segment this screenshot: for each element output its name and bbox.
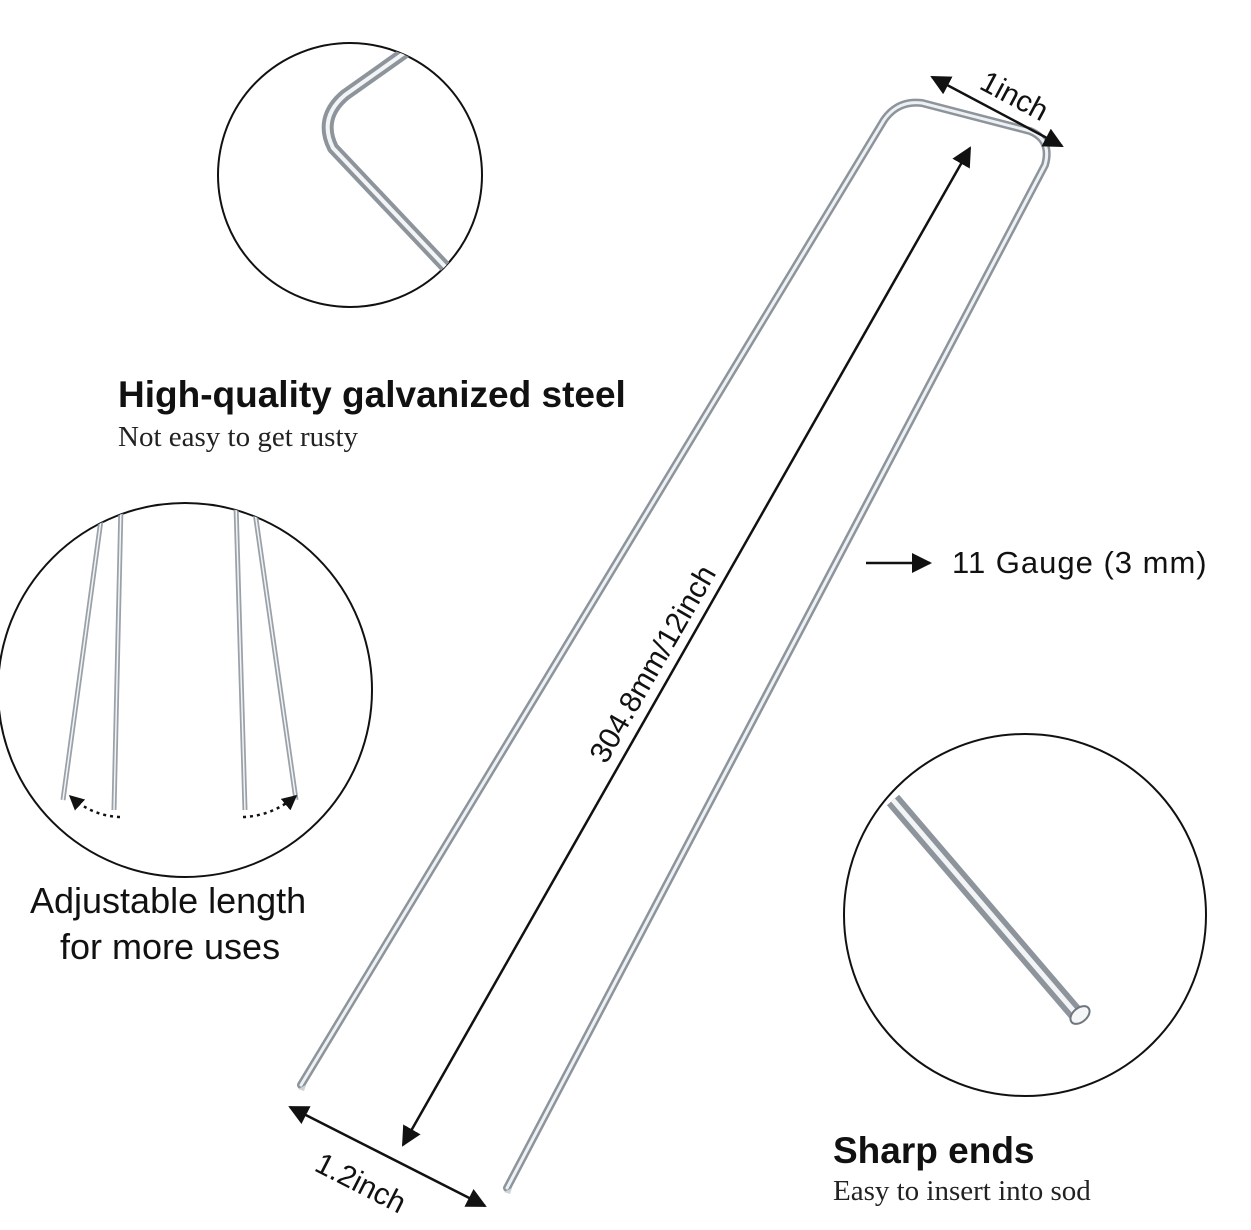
staple-tip-right	[504, 1188, 512, 1194]
adjustable-detail-circle	[0, 502, 373, 878]
staple-tip-left	[298, 1085, 306, 1091]
sharp-feature-title: Sharp ends	[833, 1130, 1035, 1171]
width-bottom-label: 1.2inch	[310, 1147, 411, 1220]
gauge-label: 11 Gauge (3 mm)	[952, 545, 1208, 580]
width-bottom-arrow	[288, 1105, 487, 1208]
sharp-feature-subtitle: Easy to insert into sod	[833, 1175, 1091, 1207]
length-label: 304.8mm/12inch	[583, 560, 722, 769]
steel-feature-title: High-quality galvanized steel	[118, 374, 626, 415]
width-top-arrow	[930, 75, 1064, 148]
sharp-tip	[1069, 1005, 1091, 1025]
steel-feature-subtitle: Not easy to get rusty	[118, 421, 359, 453]
bend-arrow-left	[68, 794, 121, 819]
bend-arrow-right	[242, 795, 298, 819]
adjustable-feature-line2: for more uses	[60, 926, 281, 967]
sharp-end-detail-circle	[843, 733, 1207, 1097]
corner-detail-circle	[217, 42, 483, 308]
length-arrow	[401, 146, 972, 1147]
adjustable-feature-line1: Adjustable length	[30, 880, 307, 921]
